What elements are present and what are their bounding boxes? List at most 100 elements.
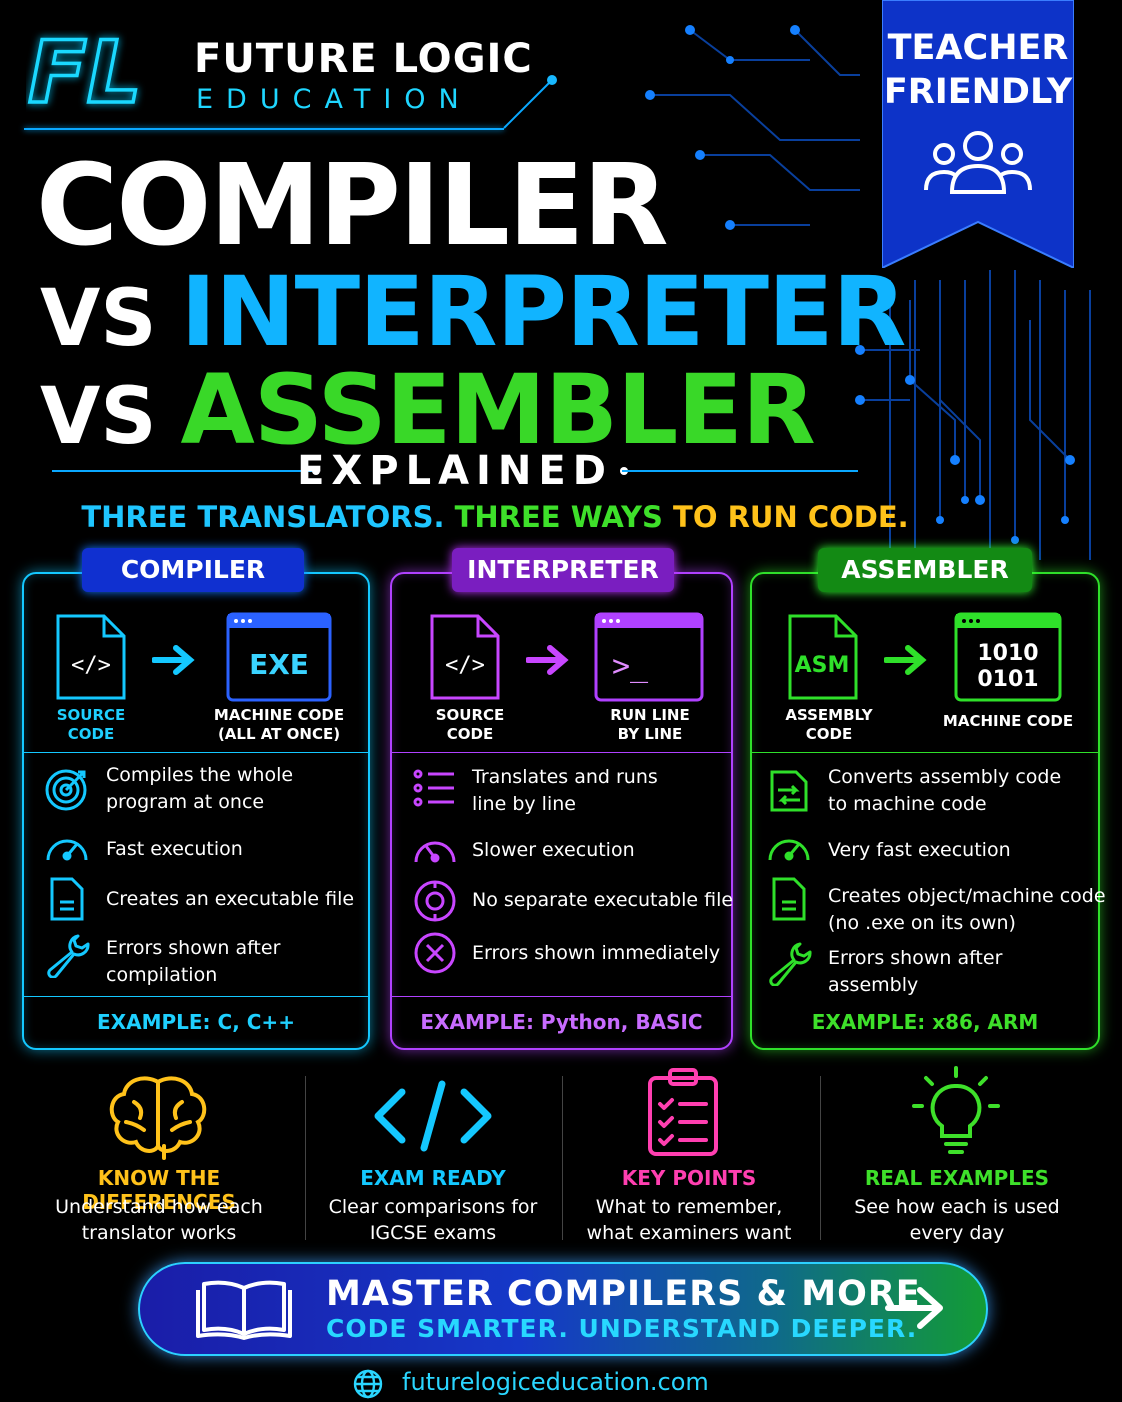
svg-text:0101: 0101 [977, 667, 1038, 692]
wrench-icon [769, 942, 812, 986]
interpreter-badge: INTERPRETER [452, 548, 674, 592]
interpreter-divider [392, 752, 731, 753]
no-file-circle-icon [414, 880, 456, 922]
website-link[interactable]: futurelogiceducation.com [402, 1368, 709, 1396]
explained-dot-left [312, 467, 320, 475]
code-icon [374, 1080, 492, 1152]
arrow-right-icon [884, 645, 927, 675]
interpreter-feature-4: Errors shown immediately [472, 942, 721, 964]
explained-line-right [622, 470, 858, 472]
speedometer-icon [414, 841, 456, 863]
tagline: THREE TRANSLATORS. THREE WAYS TO RUN COD… [0, 500, 990, 534]
interpreter-card [390, 572, 733, 1050]
tagline-part-1: THREE TRANSLATORS. [81, 500, 445, 534]
compiler-divider [24, 752, 368, 753]
assembler-card [750, 572, 1100, 1050]
interpreter-feature-3: No separate executable file [472, 889, 734, 911]
assembly-file-icon: ASM [788, 614, 858, 700]
ribbon-line-1: TEACHER [887, 28, 1069, 68]
separator [562, 1076, 563, 1240]
title-compiler: COMPILER [36, 141, 669, 271]
people-group-icon [924, 131, 1032, 194]
arrow-right-icon[interactable] [884, 1286, 946, 1330]
clipboard-checklist-icon [648, 1068, 718, 1156]
executable-window-icon: EXE [226, 612, 332, 702]
cta-headline: MASTER COMPILERS & MORE [326, 1274, 921, 1314]
bottom-feature-3-desc: What to remember,what examiners want [586, 1196, 792, 1244]
list-icon [413, 769, 454, 807]
document-icon [50, 877, 84, 921]
assembler-badge: ASSEMBLER [818, 548, 1032, 592]
tagline-part-2: THREE WAYS [454, 500, 663, 534]
brand-subtitle: EDUCATION [196, 84, 472, 115]
bottom-feature-3-title: KEY POINTS [621, 1166, 757, 1190]
interpreter-feature-2: Slower execution [472, 839, 635, 861]
brand-line-tail [503, 75, 557, 129]
svg-text:</>: </> [445, 653, 485, 678]
title-interpreter: INTERPRETER [180, 256, 907, 368]
target-icon [45, 769, 87, 811]
svg-text:>_: >_ [612, 649, 649, 684]
terminal-window-icon: >_ [594, 612, 704, 702]
error-x-circle-icon [414, 932, 456, 974]
separator [305, 1076, 306, 1240]
assembler-output-label: MACHINE CODE [942, 712, 1074, 730]
title-explained: EXPLAINED [297, 448, 613, 494]
assembler-divider [752, 752, 1098, 753]
interpreter-example: EXAMPLE: Python, BASIC [420, 1010, 703, 1034]
brand-name: FUTURE LOGIC [194, 36, 533, 82]
speedometer-icon [768, 839, 810, 861]
bottom-feature-1-title: KNOW THE DIFFERENCES [82, 1166, 236, 1214]
interpreter-input-label: SOURCE CODE [435, 706, 505, 743]
assembler-feature-3: Creates object/machine code(no .exe on i… [828, 885, 1106, 934]
globe-icon [353, 1369, 383, 1399]
interpreter-divider-bottom [392, 996, 731, 997]
open-book-icon [196, 1280, 292, 1340]
cta-banner-button[interactable] [138, 1262, 988, 1356]
cta-subline: CODE SMARTER. UNDERSTAND DEEPER. [326, 1314, 918, 1343]
circuit-background [645, 25, 1091, 560]
brain-icon [109, 1076, 207, 1160]
vs-label: VS [40, 274, 157, 364]
fl-logo-icon: FL [26, 30, 143, 112]
ribbon-line-2: FRIENDLY [883, 72, 1073, 112]
convert-document-icon [770, 770, 808, 812]
bottom-feature-2-title: EXAM READY [360, 1166, 506, 1190]
explained-line-left [52, 470, 314, 472]
compiler-badge: COMPILER [82, 548, 304, 592]
document-icon [772, 877, 806, 921]
compiler-feature-2: Fast execution [106, 838, 243, 860]
bottom-feature-4-title: REAL EXAMPLES [864, 1166, 1050, 1190]
svg-text:1010: 1010 [977, 641, 1038, 666]
source-code-file-icon: </> [56, 614, 126, 700]
brand-underline [24, 128, 504, 130]
source-code-file-icon: </> [430, 614, 500, 700]
wrench-icon [47, 934, 90, 978]
assembler-input-label: ASSEMBLY CODE [785, 706, 873, 743]
speedometer-icon [46, 839, 88, 861]
assembler-feature-2: Very fast execution [828, 839, 1011, 861]
svg-text:ASM: ASM [795, 653, 850, 678]
tagline-part-3: TO RUN CODE. [673, 500, 909, 534]
svg-text:</>: </> [71, 653, 111, 678]
compiler-output-label: MACHINE CODE(ALL AT ONCE) [213, 706, 345, 743]
lightbulb-icon [912, 1066, 1000, 1154]
compiler-divider-bottom [24, 996, 368, 997]
vs-label: VS [40, 372, 157, 462]
svg-text:FL: FL [28, 30, 142, 112]
svg-text:EXE: EXE [249, 648, 309, 681]
title-assembler: ASSEMBLER [180, 354, 816, 466]
separator [820, 1076, 821, 1240]
compiler-example: EXAMPLE: C, C++ [97, 1010, 295, 1034]
compiler-card [22, 572, 370, 1050]
compiler-feature-3: Creates an executable file [106, 888, 355, 910]
